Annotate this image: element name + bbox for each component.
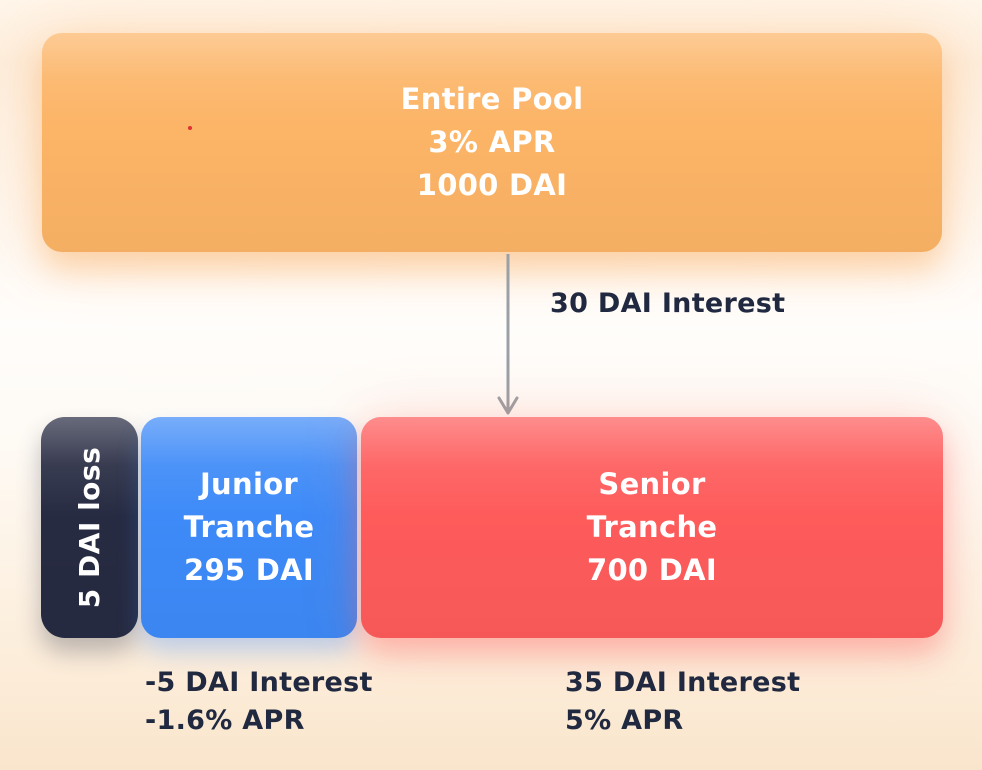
pool-apr: 3% APR — [428, 125, 556, 159]
senior-stats: 35 DAI Interest 5% APR — [565, 664, 800, 740]
senior-apr: 5% APR — [565, 705, 684, 736]
interest-flow-arrow — [496, 252, 520, 418]
junior-tranche-box: Junior Tranche 295 DAI — [141, 417, 357, 638]
junior-amount: 295 DAI — [183, 553, 315, 587]
junior-apr: -1.6% APR — [145, 705, 305, 736]
down-arrow-icon — [497, 254, 519, 415]
junior-subtitle: Tranche — [183, 510, 315, 544]
loss-box: 5 DAI loss — [41, 417, 138, 638]
senior-subtitle: Tranche — [586, 510, 718, 544]
senior-title: Senior — [598, 467, 706, 501]
entire-pool-text: Entire Pool 3% APR 1000 DAI — [401, 78, 584, 207]
loss-label: 5 DAI loss — [73, 446, 107, 609]
junior-tranche-text: Junior Tranche 295 DAI — [184, 463, 315, 592]
junior-interest: -5 DAI Interest — [145, 667, 373, 698]
senior-interest: 35 DAI Interest — [565, 667, 801, 698]
junior-stats: -5 DAI Interest -1.6% APR — [145, 664, 373, 740]
junior-title: Junior — [199, 467, 299, 501]
entire-pool-box: Entire Pool 3% APR 1000 DAI — [42, 33, 942, 252]
senior-amount: 700 DAI — [586, 553, 718, 587]
interest-flow-label: 30 DAI Interest — [550, 288, 786, 319]
senior-tranche-box: Senior Tranche 700 DAI — [361, 417, 943, 638]
red-dot-artifact — [188, 126, 192, 130]
pool-title: Entire Pool — [400, 82, 584, 116]
pool-amount: 1000 DAI — [416, 168, 568, 202]
senior-tranche-text: Senior Tranche 700 DAI — [587, 463, 718, 592]
